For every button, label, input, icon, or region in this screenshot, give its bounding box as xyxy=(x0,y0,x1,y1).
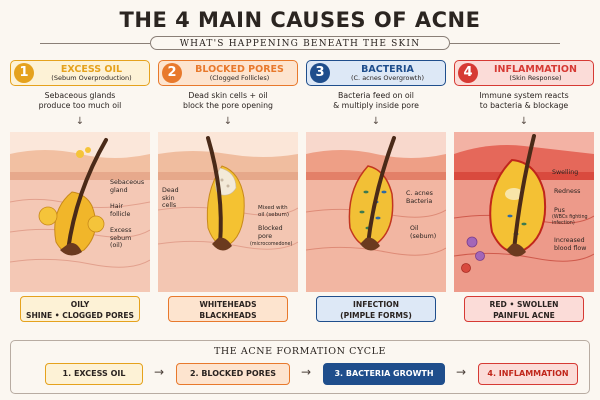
skin-cross-section-illustration xyxy=(306,132,446,292)
step-number-badge: 3 xyxy=(310,63,330,83)
cycle-title: THE ACNE FORMATION CYCLE xyxy=(213,346,387,357)
panel-description: Bacteria feed on oil & multiply inside p… xyxy=(333,91,419,110)
result-badge: INFECTION (PIMPLE FORMS) xyxy=(316,296,436,322)
right-arrow-icon: → xyxy=(153,365,165,379)
panel-inflammation: 4 INFLAMMATION (Skin Response) Immune sy… xyxy=(454,60,594,330)
panel-excess-oil: 1 EXCESS OIL (Sebum Overproduction) Seba… xyxy=(10,60,150,330)
cycle-step-excess-oil: 1. EXCESS OIL xyxy=(45,363,143,385)
panel-subname: (Sebum Overproduction) xyxy=(51,74,132,82)
label-c-acnes-bacteria: C. acnes Bacteria xyxy=(406,190,433,205)
right-arrow-icon: → xyxy=(300,365,312,379)
down-arrow-icon: ↓ xyxy=(519,116,529,127)
label-mixed-with-oil: Mixed with oil (sebum) xyxy=(258,205,290,218)
panel-description: Sebaceous glands produce too much oil xyxy=(38,91,122,110)
page-subtitle: WHAT'S HAPPENING BENEATH THE SKIN xyxy=(150,36,450,50)
panel-subname: (Clogged Follicles) xyxy=(209,74,270,82)
skin-cross-section-illustration xyxy=(158,132,298,292)
panel-name: EXCESS OIL xyxy=(60,63,123,75)
panel-name: BACTERIA xyxy=(361,63,414,75)
label-oil-sebum: Oil (sebum) xyxy=(410,225,437,240)
subtitle-row: WHAT'S HAPPENING BENEATH THE SKIN xyxy=(0,36,600,50)
cycle-step-inflammation: 4. INFLAMMATION xyxy=(478,363,578,385)
step-number-badge: 2 xyxy=(162,63,182,83)
cycle-step-bacteria-growth: 3. BACTERIA GROWTH xyxy=(323,363,445,385)
step-number-badge: 4 xyxy=(458,63,478,83)
label-redness: Redness xyxy=(554,188,581,195)
label-microcomedone: (microcomedone) xyxy=(250,242,293,247)
label-swelling: Swelling xyxy=(552,169,579,176)
panel-description: Dead skin cells + oil block the pore ope… xyxy=(183,91,273,110)
label-excess-sebum: Excess sebum (oil) xyxy=(110,227,132,249)
label-pus: Pus xyxy=(554,207,565,214)
panel-name: BLOCKED PORES xyxy=(195,63,284,75)
panel-blocked-pores: 2 BLOCKED PORES (Clogged Follicles) Dead… xyxy=(158,60,298,330)
label-wbcs-fighting-infection: (WBCs fighting infection) xyxy=(552,215,588,226)
result-badge: RED • SWOLLEN PAINFUL ACNE xyxy=(464,296,584,322)
panel-header: 2 BLOCKED PORES (Clogged Follicles) xyxy=(158,60,298,86)
skin-cross-section-illustration xyxy=(454,132,594,292)
panel-subname: (Skin Response) xyxy=(509,74,562,82)
panel-description: Immune system reacts to bacteria & block… xyxy=(479,91,569,110)
result-badge: WHITEHEADS BLACKHEADS xyxy=(168,296,288,322)
result-badge: OILY SHINE • CLOGGED PORES xyxy=(20,296,140,322)
panel-header: 1 EXCESS OIL (Sebum Overproduction) xyxy=(10,60,150,86)
label-increased-blood-flow: Increased blood flow xyxy=(554,237,587,252)
label-dead-skin-cells: Dead skin cells xyxy=(162,187,179,209)
right-arrow-icon: → xyxy=(455,365,467,379)
panel-subname: (C. acnes Overgrowth) xyxy=(350,74,424,82)
acne-formation-cycle: THE ACNE FORMATION CYCLE 1. EXCESS OIL →… xyxy=(10,340,590,394)
panel-header: 3 BACTERIA (C. acnes Overgrowth) xyxy=(306,60,446,86)
panel-bacteria: 3 BACTERIA (C. acnes Overgrowth) Bacteri… xyxy=(306,60,446,330)
label-blocked-pore: Blocked pore xyxy=(258,225,283,240)
page-title: THE 4 MAIN CAUSES OF ACNE xyxy=(119,8,481,32)
label-sebaceous-gland: Sebaceous gland xyxy=(110,179,145,194)
down-arrow-icon: ↓ xyxy=(223,116,233,127)
subtitle-rule-right xyxy=(450,43,560,44)
label-hair-follicle: Hair follicle xyxy=(110,203,131,218)
subtitle-rule-left xyxy=(40,43,150,44)
down-arrow-icon: ↓ xyxy=(75,116,85,127)
panel-header: 4 INFLAMMATION (Skin Response) xyxy=(454,60,594,86)
down-arrow-icon: ↓ xyxy=(371,116,381,127)
cycle-step-blocked-pores: 2. BLOCKED PORES xyxy=(176,363,290,385)
skin-cross-section-illustration xyxy=(10,132,150,292)
panel-name: INFLAMMATION xyxy=(494,63,577,75)
step-number-badge: 1 xyxy=(14,63,34,83)
